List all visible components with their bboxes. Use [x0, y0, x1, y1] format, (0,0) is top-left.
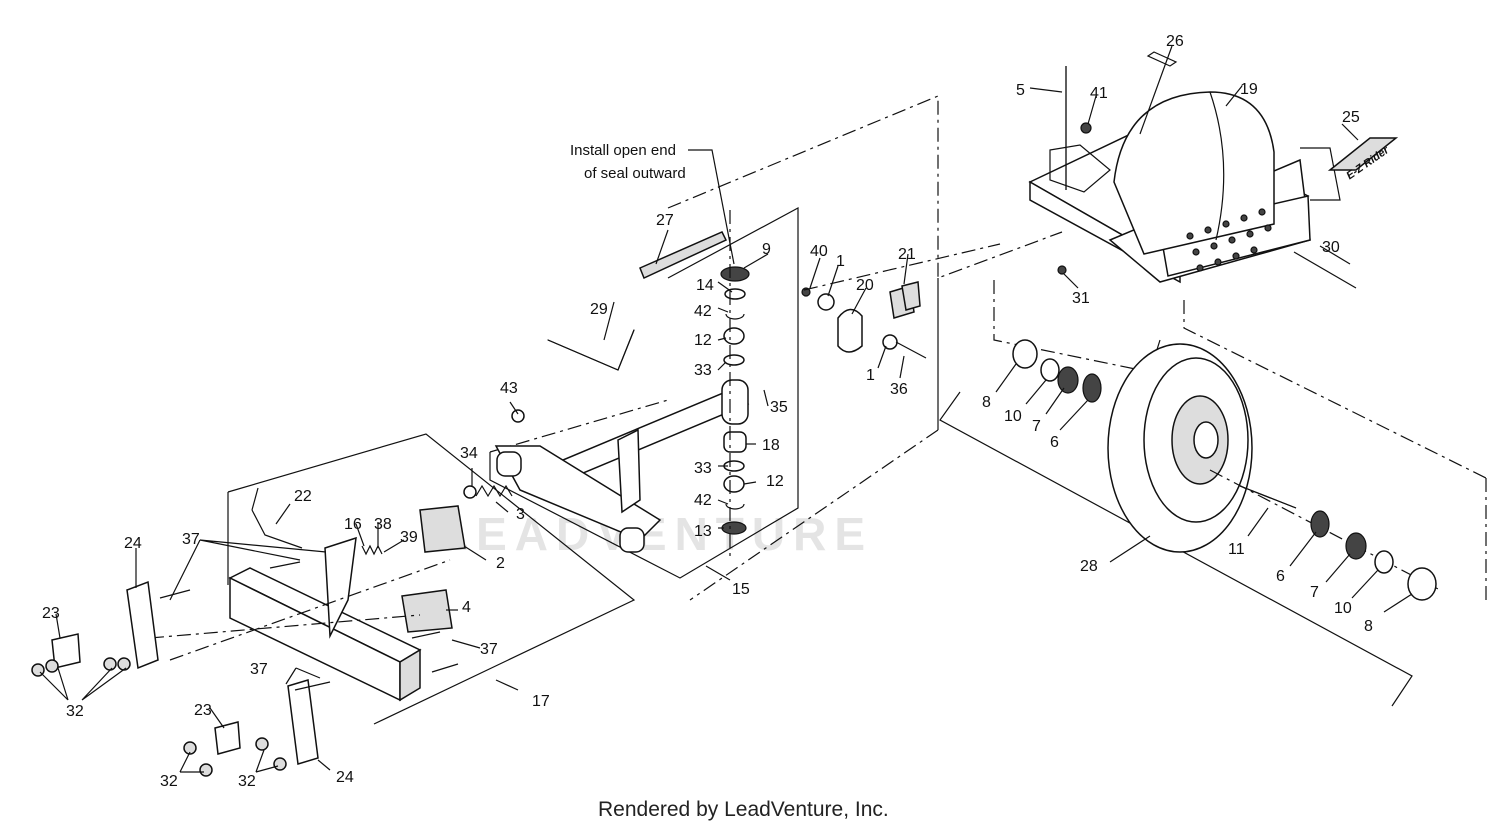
callout-6: 6 [1276, 568, 1285, 585]
seat-platform-assembly: E-Z Rider [1028, 51, 1487, 479]
callout-24: 24 [336, 769, 354, 786]
callout-29: 29 [590, 301, 608, 318]
callout-22: 22 [294, 488, 312, 505]
callout-20: 20 [856, 277, 874, 294]
footer-credit: Rendered by LeadVenture, Inc. [598, 798, 889, 821]
callout-leaders [39, 45, 1413, 773]
callout-21: 21 [898, 246, 916, 263]
callout-37: 37 [480, 641, 498, 658]
callout-32: 32 [238, 773, 256, 790]
callout-15: 15 [732, 581, 750, 598]
callout-23: 23 [42, 605, 60, 622]
callout-6: 6 [1050, 434, 1059, 451]
callout-13: 13 [694, 523, 712, 540]
callout-1: 1 [836, 253, 845, 270]
callout-25: 25 [1342, 109, 1360, 126]
callout-18: 18 [762, 437, 780, 454]
callout-33: 33 [694, 460, 712, 477]
seal-note-line1: Install open end [570, 142, 676, 159]
callout-17: 17 [532, 693, 550, 710]
callout-30: 30 [1322, 239, 1340, 256]
callout-23: 23 [194, 702, 212, 719]
callout-3: 3 [516, 506, 525, 523]
callout-12: 12 [766, 473, 784, 490]
callout-36: 36 [890, 381, 908, 398]
clamp-bracket-parts [667, 95, 1063, 601]
callout-41: 41 [1090, 85, 1108, 102]
callout-10: 10 [1004, 408, 1022, 425]
callout-2: 2 [496, 555, 505, 572]
callout-39: 39 [400, 529, 418, 546]
callout-1: 1 [866, 367, 875, 384]
callout-11: 11 [1228, 541, 1245, 558]
callout-42: 42 [694, 492, 712, 509]
wheel-assembly [939, 280, 1487, 707]
callout-37: 37 [182, 531, 200, 548]
foot-plate-holes [1186, 208, 1272, 272]
callout-8: 8 [1364, 618, 1373, 635]
callout-19: 19 [1240, 81, 1258, 98]
callout-35: 35 [770, 399, 788, 416]
callout-32: 32 [160, 773, 178, 790]
callout-33: 33 [694, 362, 712, 379]
callout-42: 42 [694, 303, 712, 320]
callout-4: 4 [462, 599, 471, 616]
callout-14: 14 [696, 277, 714, 294]
callout-9: 9 [762, 241, 771, 258]
tongue-frame-assembly [149, 433, 636, 725]
callout-10: 10 [1334, 600, 1352, 617]
callout-34: 34 [460, 445, 478, 462]
callout-12: 12 [694, 332, 712, 349]
callout-7: 7 [1032, 418, 1041, 435]
callout-28: 28 [1080, 558, 1098, 575]
seal-note-line2: of seal outward [584, 165, 686, 182]
caster-arm-assembly [463, 206, 799, 579]
callout-37: 37 [250, 661, 268, 678]
callout-38: 38 [374, 516, 392, 533]
hitch-brackets [31, 580, 331, 777]
callout-5: 5 [1016, 82, 1025, 99]
callout-43: 43 [500, 380, 518, 397]
callout-27: 27 [656, 212, 674, 229]
callout-31: 31 [1072, 290, 1090, 307]
callout-16: 16 [344, 516, 362, 533]
callout-26: 26 [1166, 33, 1184, 50]
callout-40: 40 [810, 243, 828, 260]
seal-note-leader [688, 149, 735, 265]
watermark-text: LEADVENTURE [440, 508, 873, 560]
callout-32: 32 [66, 703, 84, 720]
callout-numbers: 1 1 2 3 4 5 6 6 7 7 8 8 9 10 10 11 12 12… [42, 33, 1373, 790]
callout-8: 8 [982, 394, 991, 411]
callout-7: 7 [1310, 584, 1319, 601]
callout-24: 24 [124, 535, 142, 552]
